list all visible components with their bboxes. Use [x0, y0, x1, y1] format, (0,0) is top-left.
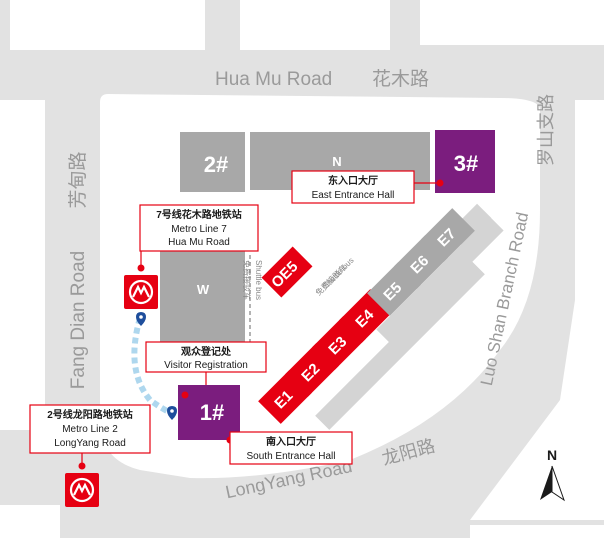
block-top-left — [10, 0, 205, 50]
visitor-callout — [145, 341, 267, 373]
block-top-mid — [240, 0, 390, 50]
hall-e7[interactable] — [421, 208, 475, 262]
hall-2-label: 2# — [204, 152, 228, 177]
visitor-en: Visitor Registration — [164, 360, 248, 371]
east-entrance-dot — [436, 179, 444, 187]
location-pin-icon — [136, 312, 146, 326]
metro2-en2: LongYang Road — [54, 438, 126, 449]
light-strip-2 — [315, 260, 485, 430]
hall-w-label: W — [197, 282, 210, 297]
hall-oe5[interactable] — [261, 246, 313, 298]
shuttle-cn-vertical: 免费接驳车 — [242, 260, 252, 300]
hall-3[interactable] — [435, 130, 495, 193]
block-east — [470, 100, 604, 520]
block-west — [0, 100, 45, 430]
hall-2[interactable] — [180, 132, 245, 192]
hall-n-label: N — [332, 154, 341, 169]
south-entrance-en: South Entrance Hall — [247, 451, 336, 462]
metro7-dot — [137, 264, 145, 272]
east-entrance-callout — [291, 170, 415, 204]
shuttle-en-vertical: Shuttle bus — [254, 260, 263, 300]
road-north-en: Hua Mu Road — [215, 69, 332, 90]
block-bottom-right — [470, 525, 604, 538]
road-west-en: Fang Dian Road — [68, 251, 89, 389]
hall-oe5-group — [261, 246, 313, 298]
metro2-cn: 2号线龙阳路地铁站 — [47, 408, 133, 421]
road-west-cn: 芳甸路 — [67, 151, 89, 208]
east-entrance-en: East Entrance Hall — [312, 190, 395, 201]
compass-label: N — [547, 447, 557, 463]
south-entrance-cn: 南入口大厅 — [266, 435, 316, 448]
south-entrance-callout — [229, 431, 353, 465]
location-pin-icon-2 — [167, 406, 177, 420]
light-strip-1 — [376, 216, 504, 344]
metro7-cn: 7号线花木路地铁站 — [156, 208, 242, 221]
hall-1-label: 1# — [200, 400, 224, 425]
metro7-en2: Hua Mu Road — [168, 237, 230, 248]
road-north-cn: 花木路 — [372, 68, 429, 90]
visitor-dot — [181, 391, 189, 399]
hall-3-label: 3# — [454, 151, 478, 176]
block-top-right — [420, 0, 604, 45]
visitor-cn: 观众登记处 — [181, 345, 232, 358]
east-entrance-cn: 东入口大厅 — [328, 174, 378, 187]
road-east-cn: 罗山支路 — [536, 94, 556, 166]
metro7-callout — [139, 204, 259, 252]
metro2-callout — [29, 404, 151, 454]
metro7-en1: Metro Line 7 — [171, 224, 227, 235]
metro2-dot — [78, 462, 86, 470]
block-bottom-left — [0, 505, 60, 538]
metro2-en1: Metro Line 2 — [62, 424, 118, 435]
hall-w[interactable] — [160, 245, 245, 345]
